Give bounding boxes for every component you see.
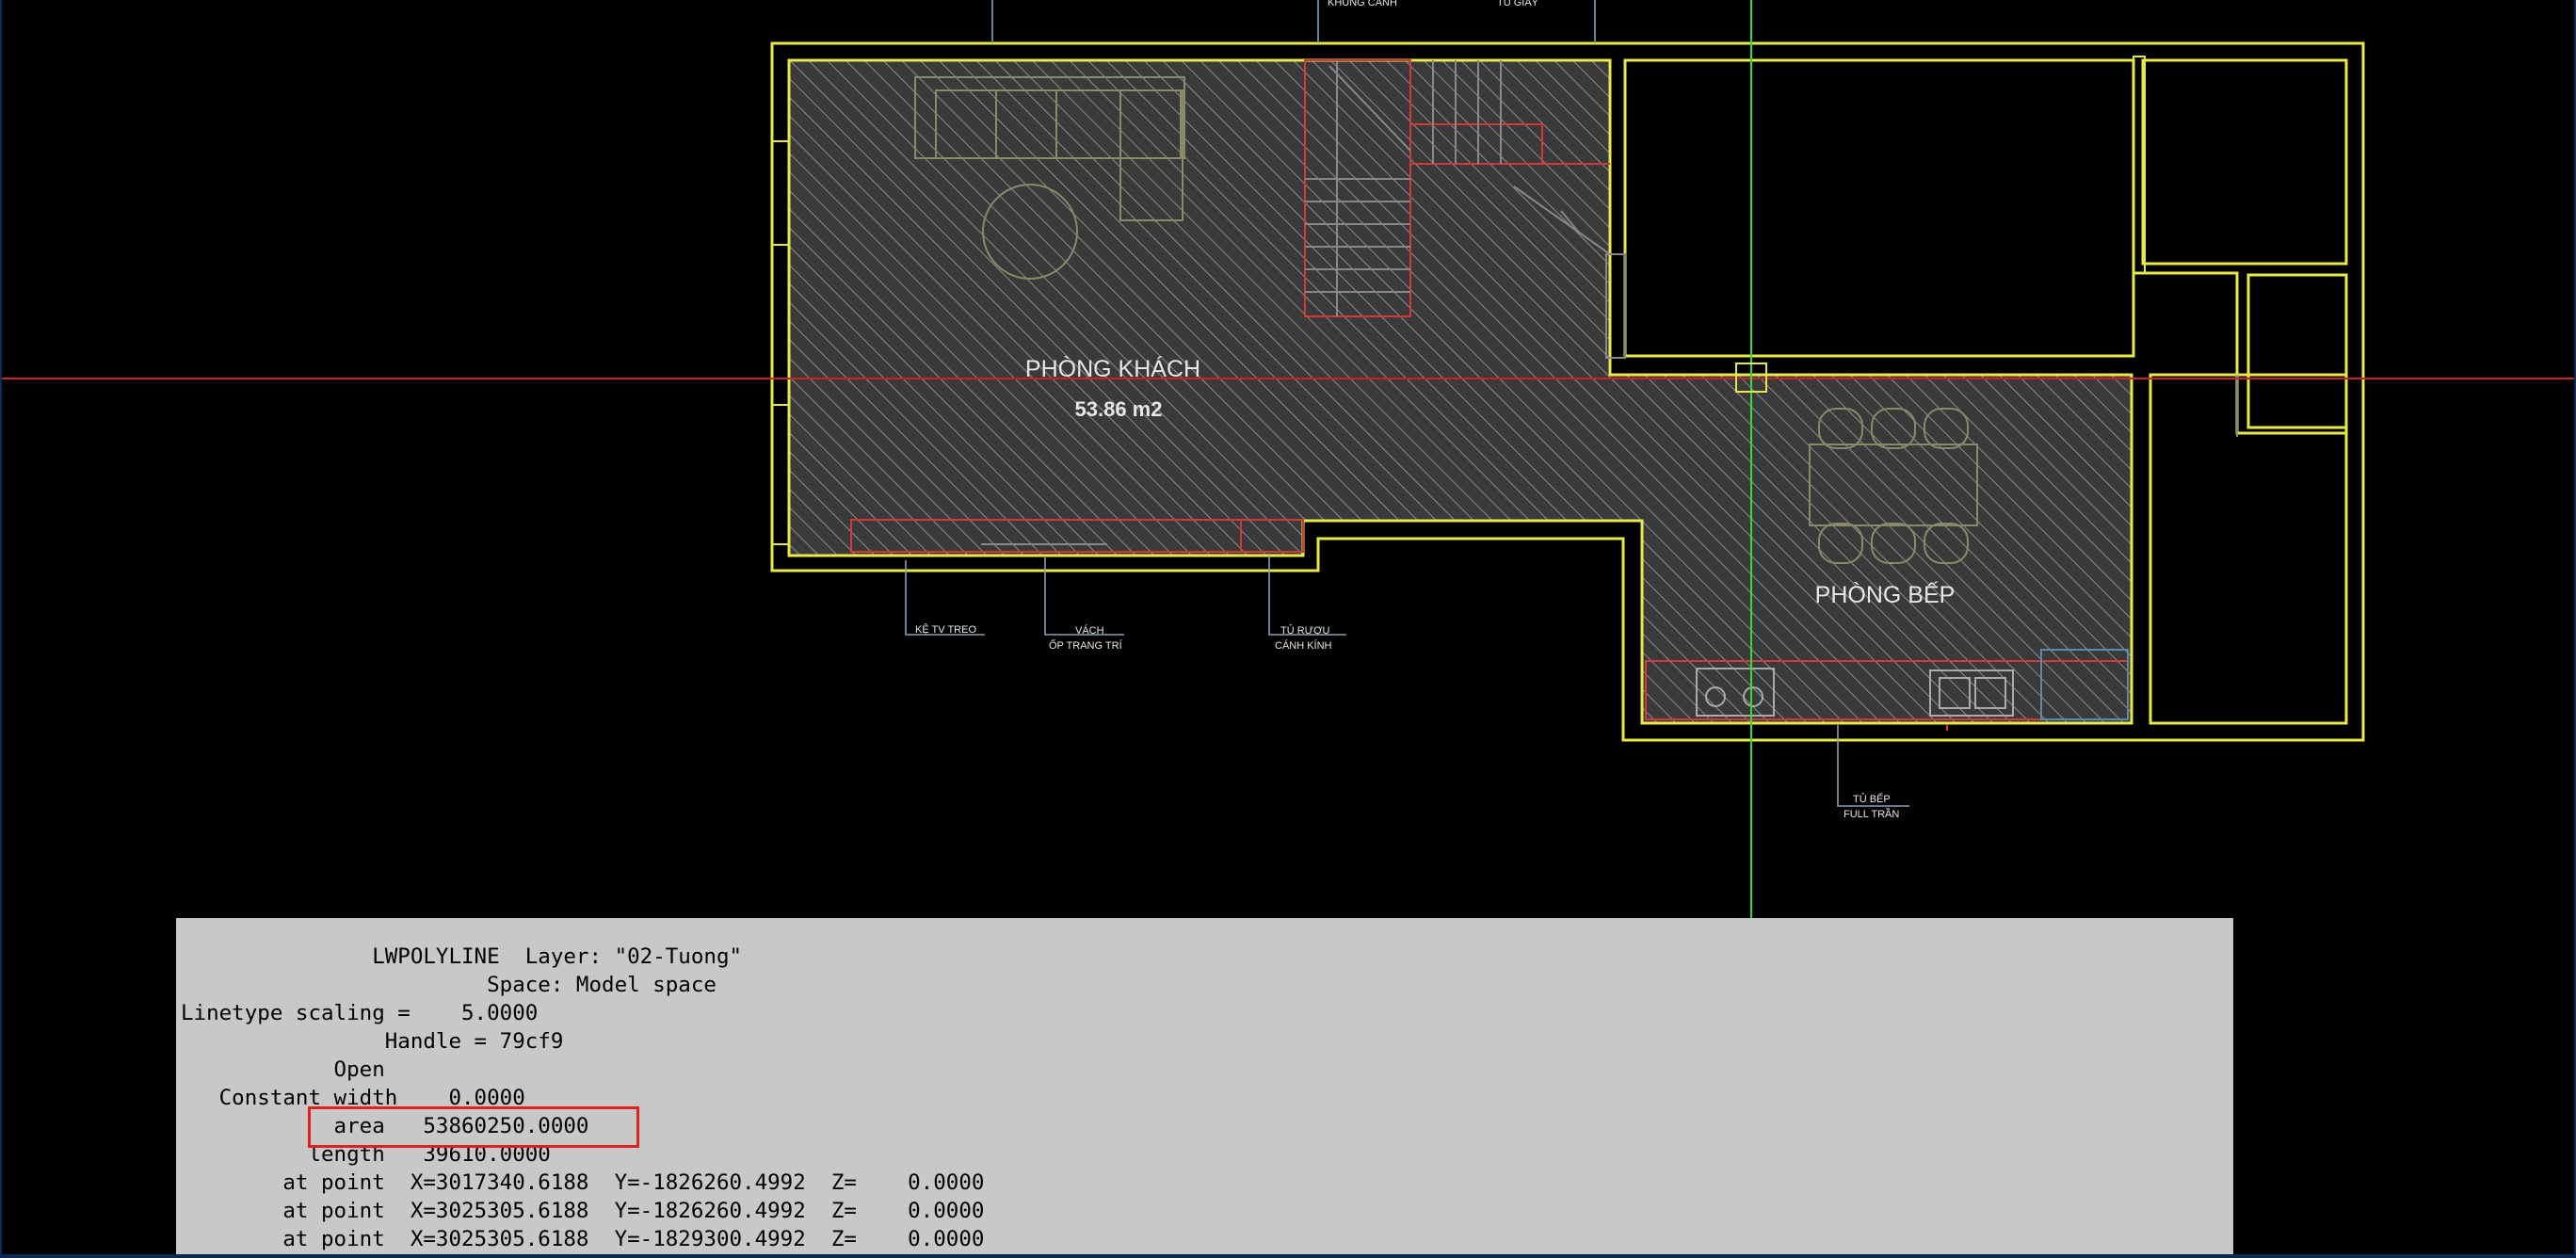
tag-top-shoe-cabinet: TỦ GIÀY: [1497, 0, 1539, 8]
list-line: at point X=3017340.6188 Y=-1826260.4992 …: [181, 1170, 985, 1195]
staircase[interactable]: [1304, 59, 1611, 317]
list-line-area: area 53860250.0000: [181, 1114, 589, 1138]
list-line: Open: [181, 1057, 385, 1082]
list-line: Handle = 79cf9: [181, 1029, 564, 1054]
outer-wall[interactable]: [770, 41, 2365, 742]
room-area-living: 53.86 m2: [1075, 397, 1163, 421]
tag-wine-cabinet-line1: TỦ RƯỢU: [1280, 624, 1329, 637]
list-line: Space: Model space: [181, 973, 716, 997]
tag-wall-panel-line2: ỐP TRANG TRÍ: [1049, 638, 1123, 652]
list-line: Linetype scaling = 5.0000: [181, 1001, 539, 1025]
dining-table[interactable]: [1809, 408, 1978, 564]
tag-kitchen-cabinet-line1: TỦ BẾP: [1853, 793, 1891, 805]
tag-wall-panel-line1: VÁCH: [1075, 624, 1104, 637]
list-command-text-window[interactable]: LWPOLYLINE Layer: "02-Tuong" Space: Mode…: [176, 918, 2233, 1254]
list-line: LWPOLYLINE Layer: "02-Tuong": [181, 944, 743, 969]
room-bottom-right[interactable]: [2149, 373, 2348, 725]
round-table[interactable]: [982, 184, 1078, 280]
list-output-text: LWPOLYLINE Layer: "02-Tuong" Space: Mode…: [176, 918, 2233, 1253]
list-line: Constant width 0.0000: [181, 1086, 525, 1110]
list-line: at point X=3025305.6188 Y=-1826260.4992 …: [181, 1199, 985, 1223]
room-label-kitchen: PHÒNG BẾP: [1815, 581, 1956, 608]
crosshair-pickbox[interactable]: [1735, 363, 1767, 393]
inner-wall[interactable]: [787, 58, 2133, 725]
area-highlight-box: [308, 1106, 639, 1148]
tag-top-door-frame: KHUNG CÁNH: [1328, 0, 1397, 8]
tag-tv-shelf: KỆ TV TREO: [915, 623, 976, 636]
room-mid-right[interactable]: [2246, 273, 2348, 429]
kitchen-counter[interactable]: [1645, 649, 2129, 731]
room-top-right[interactable]: [2141, 58, 2348, 266]
list-line: at point X=3025305.6188 Y=-1829300.4992 …: [181, 1227, 985, 1251]
tag-wine-cabinet-line2: CÁNH KÍNH: [1275, 639, 1332, 652]
tag-kitchen-cabinet-line2: FULL TRẦN: [1843, 808, 1899, 820]
sofa[interactable]: [914, 76, 1185, 221]
room-top-middle[interactable]: [1623, 58, 2135, 358]
